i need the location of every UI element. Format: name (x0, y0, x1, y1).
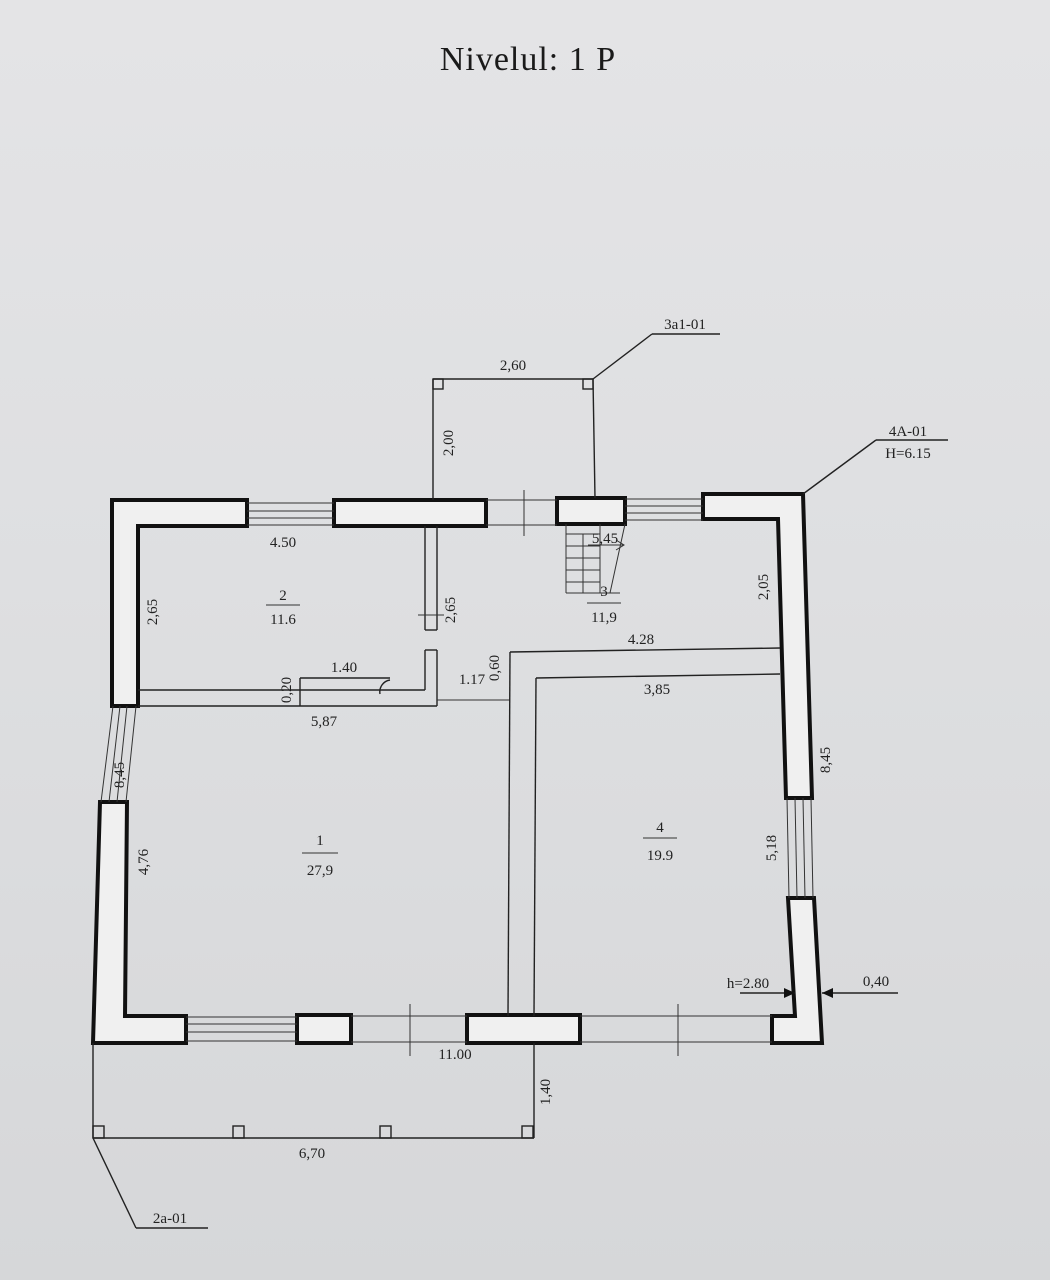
wall-bottom-pier (295, 1013, 353, 1045)
door-bottom (351, 1004, 467, 1056)
dim-stair-length: 5,45 (592, 531, 618, 547)
wall-top-left (110, 498, 249, 708)
dim-left-total: 8,45 (112, 762, 128, 788)
wall-bottom-right (770, 896, 825, 1045)
staircase (565, 523, 626, 594)
room-area: 27,9 (307, 863, 333, 879)
wall-top-right (701, 492, 815, 800)
terrace-callout (92, 1137, 208, 1229)
dim-total-width: 11.00 (438, 1047, 471, 1063)
room-area: 11.6 (270, 612, 296, 628)
terrace (92, 1043, 535, 1139)
dim-wall-thickness: 0,40 (863, 974, 889, 990)
dim-right-wall-top: 2,05 (756, 574, 772, 600)
building-code: 4A-01 (889, 424, 927, 440)
room-area: 19.9 (647, 848, 673, 864)
dim-left-lower: 4,76 (136, 848, 152, 875)
window-left (100, 705, 137, 803)
dim-corridor-width: 1.40 (331, 660, 357, 676)
window-top-left (247, 502, 334, 526)
porch-code: 3a1-01 (664, 317, 706, 333)
dim-terrace-depth: 1,40 (538, 1079, 554, 1105)
door-top (486, 490, 557, 536)
window-top-right (625, 498, 703, 521)
dim-wall-020: 0,20 (279, 677, 295, 703)
room-2-label: 2 11.6 (266, 588, 300, 628)
window-bottom-right (580, 1004, 772, 1056)
dim-right-total: 8,45 (818, 747, 834, 773)
dim-room2-height: 2,65 (145, 599, 161, 625)
room-4-label: 4 19.9 (643, 820, 677, 864)
window-right (786, 797, 814, 899)
room-number: 4 (656, 820, 664, 836)
dim-porch-width: 2,60 (500, 358, 526, 374)
porch-callout (592, 333, 720, 380)
wall-bottom-middle (465, 1013, 582, 1045)
room-number: 3 (600, 584, 608, 600)
room-3-label: 3 11,9 (587, 584, 621, 626)
plan-title: Nivelul: 1 P (440, 41, 616, 78)
dim-room3-width: 4.28 (628, 632, 654, 648)
room-1-label: 1 27,9 (302, 833, 338, 879)
wall-top-middle (332, 498, 488, 528)
partition-room4 (507, 647, 781, 1017)
dim-corridor-length: 5,87 (311, 714, 338, 730)
dim-room4-width: 3,85 (644, 682, 670, 698)
wall-top-pier (555, 496, 627, 526)
porch (432, 378, 596, 500)
window-bottom-left (186, 1016, 297, 1042)
building-callout (802, 439, 948, 495)
building-height: H=6.15 (885, 446, 931, 462)
room-number: 1 (316, 833, 324, 849)
partition-room2 (138, 526, 510, 707)
room-area: 11,9 (591, 610, 617, 626)
dim-partition-height: 2,65 (443, 597, 459, 623)
terrace-code: 2a-01 (153, 1211, 187, 1227)
dim-room2-width: 4.50 (270, 535, 296, 551)
ceiling-height: h=2.80 (727, 976, 769, 992)
dim-porch-depth: 2,00 (441, 430, 457, 456)
room-number: 2 (279, 588, 287, 604)
dim-door-060: 0,60 (487, 655, 503, 681)
dim-door-117: 1.17 (459, 672, 486, 688)
dim-right-lower: 5,18 (764, 835, 780, 861)
wall-bottom-left (90, 800, 188, 1045)
dim-terrace-width: 6,70 (299, 1146, 325, 1162)
wall-thickness-arrows (740, 988, 898, 998)
